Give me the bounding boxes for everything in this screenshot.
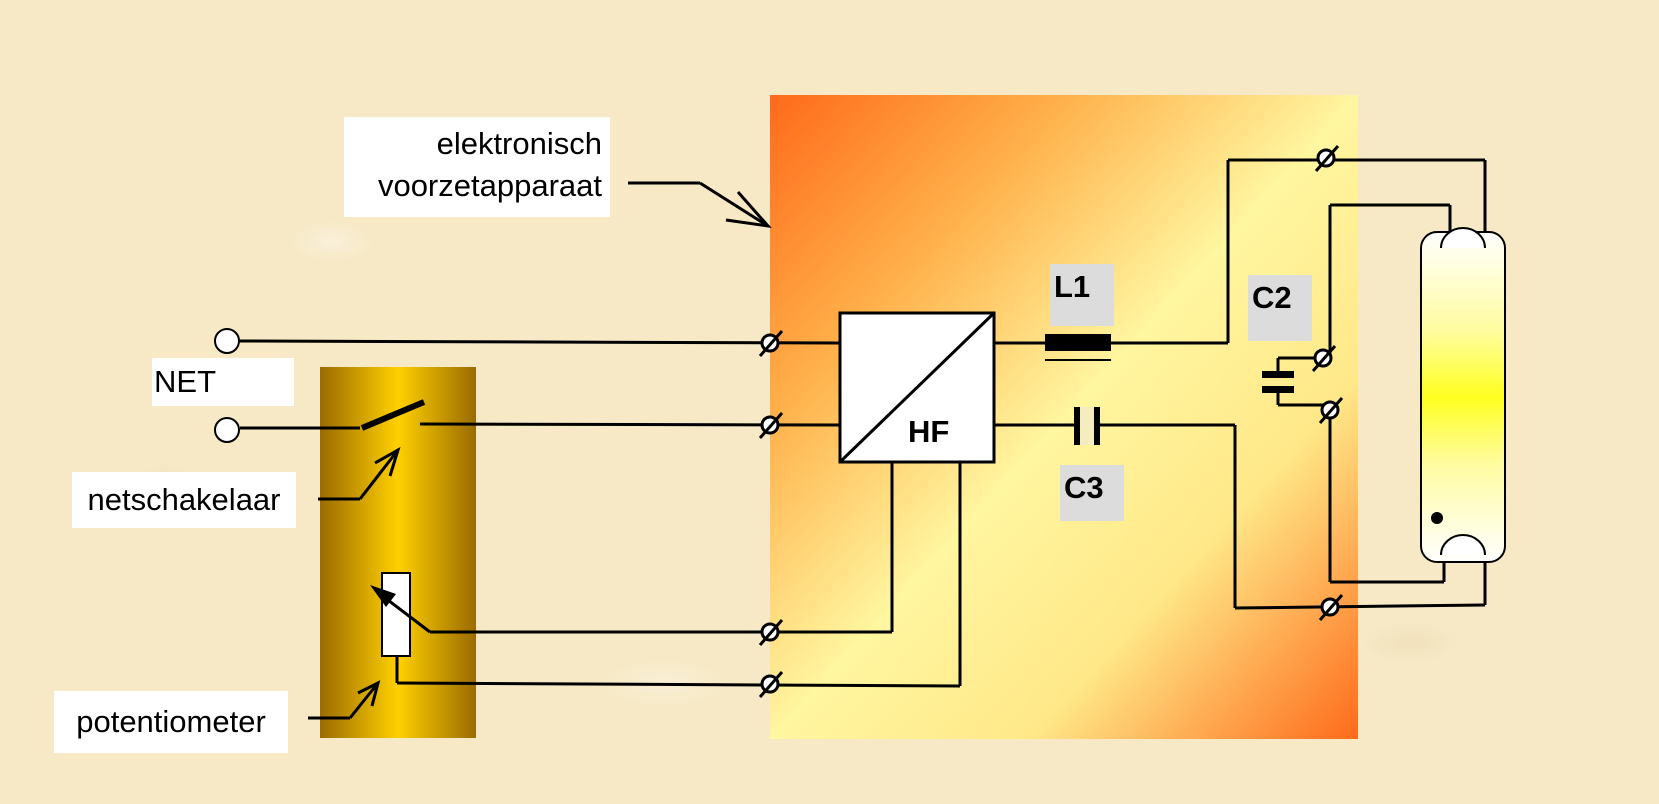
c3-label: C3 [1060,465,1124,521]
potentiometer-wiper-arrow [370,585,396,607]
ballast-label-line1: elektronisch [436,126,602,161]
l1-label-text: L1 [1054,269,1091,304]
c2-label-text: C2 [1252,280,1292,315]
c3-label-text: C3 [1064,470,1104,505]
ballast-label: elektronisch voorzetapparaat [344,117,610,217]
net-terminal-bottom [214,417,240,443]
net-terminal-top [214,328,240,354]
potentiometer-label: potentiometer [54,691,288,753]
capacitor-c3 [1076,407,1098,445]
switch-label: netschakelaar [72,472,296,528]
l1-label: L1 [1050,264,1114,326]
terminal-screws [758,145,1344,698]
pointer-arrowheads [357,191,772,707]
c2-label: C2 [1248,275,1312,341]
potentiometer-label-text: potentiometer [76,704,266,739]
wiring [239,158,1487,720]
net-label-text: NET [154,364,216,399]
hf-label-text: HF [908,414,950,449]
switch-blade [360,399,426,431]
net-label: NET [152,358,294,406]
fluorescent-lamp [1420,231,1506,563]
switch-label-text: netschakelaar [87,482,281,517]
ballast-label-line2: voorzetapparaat [377,168,602,203]
capacitor-c2 [1262,371,1294,378]
hf-label: HF [908,414,949,450]
inductor-l1 [1045,334,1111,351]
